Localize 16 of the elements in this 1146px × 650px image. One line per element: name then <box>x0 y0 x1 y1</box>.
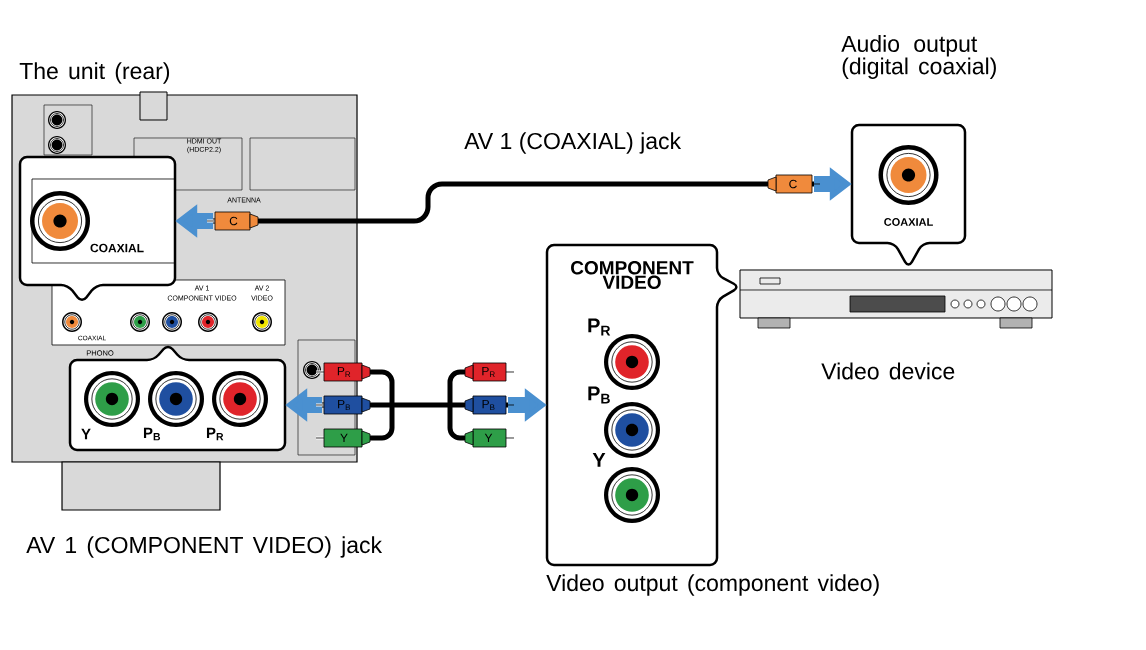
plug-label: C <box>789 179 797 189</box>
plug-label: Y <box>340 433 348 443</box>
video-device: Video device <box>739 269 1053 380</box>
node-label: AV 1 (COMPONENT VIDEO) jack <box>26 536 383 558</box>
node-label: The unit (rear) <box>19 62 170 84</box>
plug-label: Y <box>484 433 493 443</box>
jack-callout: Audio output (digital coaxial) COAXIAL <box>841 35 996 266</box>
node-label: Video output (component video) <box>546 574 879 596</box>
edge-label: AV 1 (COAXIAL) jack <box>464 132 682 154</box>
plug-label: P$_{R}$ <box>482 366 495 377</box>
plug-label: P$_{B}$ <box>482 399 495 410</box>
node-label: Video device <box>821 362 955 380</box>
node-label: Audio output (digital coaxial) <box>841 35 996 79</box>
plug-label: P$_{R}$ <box>337 366 351 377</box>
plug-label: P$_{B}$ <box>338 399 350 410</box>
plug-label: C <box>229 216 238 226</box>
